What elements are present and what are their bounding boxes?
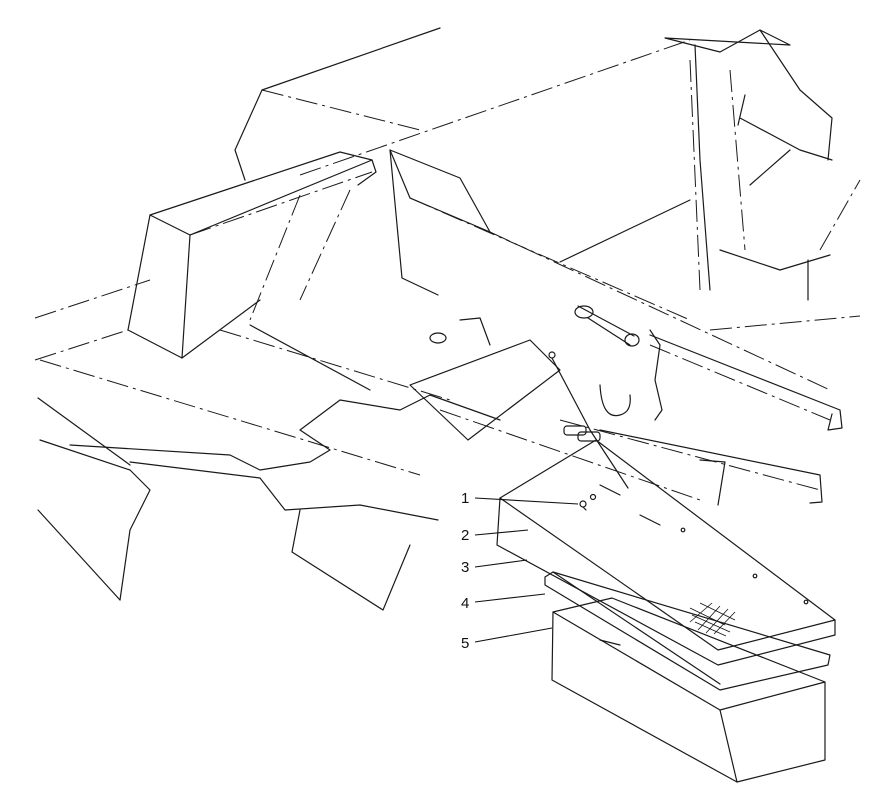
svg-text:2: 2: [461, 527, 469, 544]
svg-text:4: 4: [461, 595, 469, 612]
svg-text:5: 5: [461, 635, 469, 652]
exploded-parts: [496, 439, 836, 783]
gasket: [544, 571, 831, 691]
cover-plate: [499, 439, 836, 651]
callout-3: 3: [461, 559, 528, 576]
callouts: 1 2 3 4 5: [461, 490, 579, 652]
fastener: [579, 493, 597, 511]
chassis-frame: [34, 27, 861, 611]
callout-1: 1: [461, 490, 579, 507]
svg-text:1: 1: [461, 490, 469, 507]
svg-text:3: 3: [461, 559, 469, 576]
callout-5: 5: [461, 627, 553, 652]
callout-2: 2: [461, 527, 529, 544]
callout-4: 4: [461, 593, 546, 612]
